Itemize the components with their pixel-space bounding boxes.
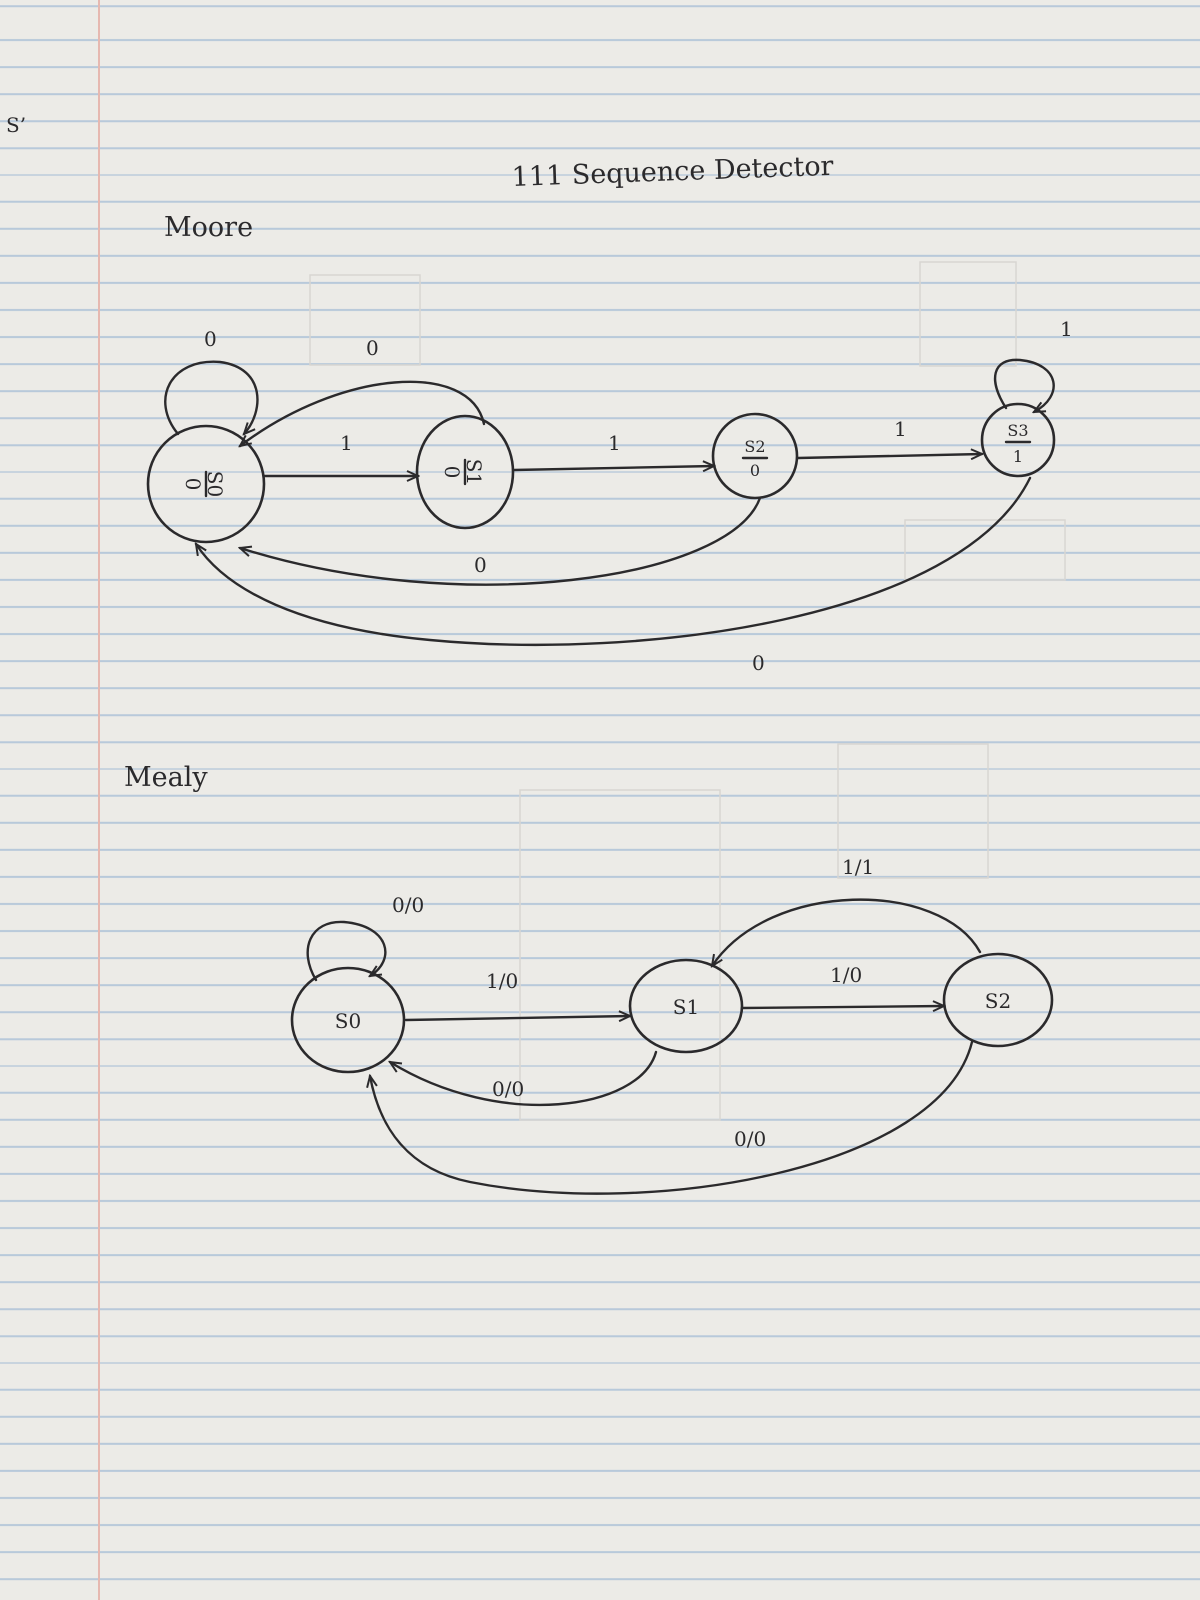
mealy-state-s2: S2: [942, 952, 1054, 1048]
moore-state-s1-output: 0: [440, 466, 464, 479]
page-title: 111 Sequence Detector: [511, 151, 834, 193]
margin-line: [98, 0, 100, 1600]
mealy-state-s2-name: S2: [985, 989, 1011, 1013]
moore-state-s1: S1 0: [415, 414, 515, 530]
moore-state-s3-name: S3: [1007, 421, 1028, 440]
moore-edge-s1-s0: [240, 380, 486, 446]
mealy-edge-s1-s2-label: 1/0: [830, 963, 862, 987]
mealy-edge-s2-s0-label: 0/0: [734, 1127, 766, 1151]
mealy-edge-s1-s0: [390, 1050, 658, 1107]
mealy-edge-s1-s2: [740, 1006, 944, 1008]
moore-edge-s0-s0: [164, 360, 259, 434]
bleed-through-marks: [309, 261, 1066, 1121]
moore-edge-s3-s3: [993, 358, 1055, 414]
mealy-edge-s0-s1: [404, 1016, 630, 1020]
moore-edge-s0-s1-label: 1: [340, 431, 353, 455]
mealy-edge-s2-s1-label: 1/1: [842, 855, 874, 879]
moore-edge-s3-s3-label: 1: [1060, 317, 1073, 341]
moore-edge-s2-s0-label: 0: [474, 553, 487, 577]
mealy-edge-s0-s1-label: 1/0: [486, 969, 518, 993]
moore-edge-s2-s0: [240, 496, 762, 586]
mealy-edge-s2-s1: [712, 898, 982, 966]
moore-edge-s2-s3-label: 1: [894, 417, 907, 441]
mealy-state-s1-name: S1: [673, 995, 699, 1019]
moore-edge-s3-s0: [196, 476, 1032, 647]
moore-edge-s2-s3: [796, 454, 982, 458]
moore-state-s2-output: 0: [750, 461, 760, 480]
moore-edge-s0-s0-label: 0: [204, 327, 217, 351]
mealy-edge-s2-s0: [370, 1040, 974, 1195]
mealy-state-s0-name: S0: [335, 1009, 361, 1033]
moore-state-s0-output: 0: [181, 478, 205, 491]
moore-edge-s3-s0-label: 0: [752, 651, 765, 675]
mealy-edge-s1-s0-label: 0/0: [492, 1077, 524, 1101]
mealy-title: Mealy: [124, 762, 208, 793]
mealy-edge-s0-s0: [306, 920, 387, 982]
moore-state-s0: S0 0: [146, 424, 266, 544]
moore-state-s3-output: 1: [1013, 447, 1023, 466]
mealy-edge-s0-s0-label: 0/0: [392, 893, 424, 917]
moore-edge-s1-s0-label: 0: [366, 336, 379, 360]
moore-title: Moore: [164, 212, 253, 243]
mealy-state-s0: S0: [290, 966, 406, 1074]
moore-state-s2-name: S2: [744, 437, 765, 456]
corner-mark: S’: [6, 113, 26, 137]
mealy-state-s1: S1: [628, 958, 744, 1054]
moore-edge-s1-s2: [512, 466, 714, 470]
moore-state-s2: S2 0: [711, 412, 799, 500]
moore-edge-s1-s2-label: 1: [608, 431, 621, 455]
moore-state-s3: S3 1: [980, 402, 1056, 478]
